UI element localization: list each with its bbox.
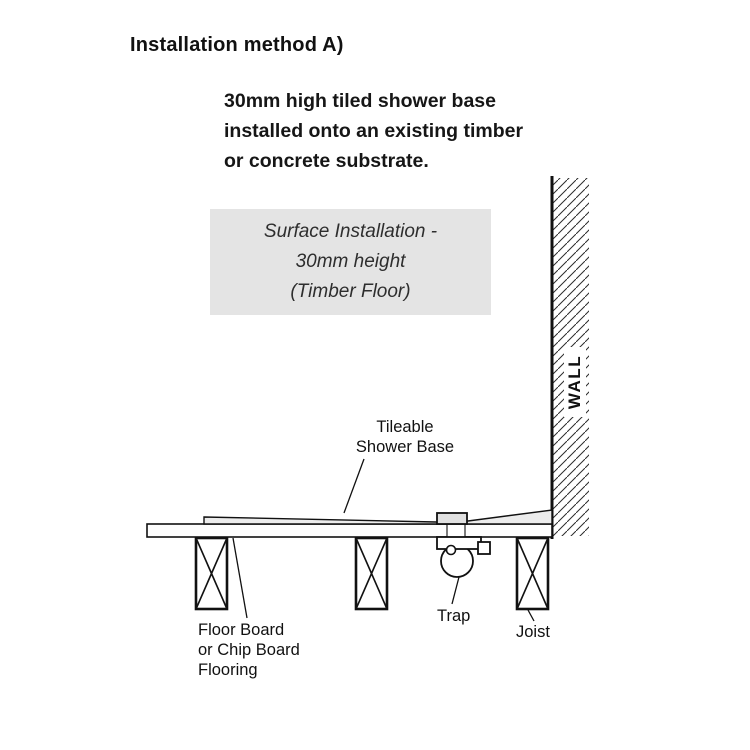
- subtitle: 30mm high tiled shower base installed on…: [224, 86, 523, 176]
- leader-trap: [451, 576, 460, 605]
- joist-right: [515, 536, 550, 611]
- trap-detail-circle: [445, 544, 457, 556]
- trap-label: Trap: [437, 607, 471, 625]
- callout-line-1: Surface Installation -: [263, 221, 438, 242]
- subtitle-line-2: installed onto an existing timber: [224, 120, 524, 142]
- leader-floor-board: [232, 537, 248, 619]
- callout-box: Surface Installation - 30mm height (Timb…: [210, 209, 491, 315]
- shower-base-label: Tileable Shower Base: [338, 417, 472, 457]
- floor-board-label-line-1: Floor Board: [198, 621, 285, 639]
- callout-line-3: (Timber Floor): [290, 281, 411, 302]
- leader-joist: [527, 609, 535, 622]
- drain-through-floor: [446, 523, 466, 538]
- wall-label: WALL: [564, 347, 586, 417]
- callout-line-2: 30mm height: [295, 251, 406, 272]
- subtitle-line-1: 30mm high tiled shower base: [224, 90, 496, 112]
- floor-board-label: Floor Board or Chip Board Flooring: [198, 620, 300, 680]
- joist-label: Joist: [516, 623, 550, 641]
- leader-shower-base: [343, 458, 365, 514]
- shower-base: [203, 509, 553, 525]
- page-title: Installation method A): [130, 34, 344, 56]
- joist-left: [194, 536, 229, 611]
- floor-board-label-line-2: or Chip Board: [198, 641, 300, 659]
- drain-grate: [436, 512, 468, 525]
- joist-middle: [354, 536, 389, 611]
- subtitle-line-3: or concrete substrate.: [224, 150, 429, 172]
- shower-base-label-line-1: Tileable: [376, 418, 434, 436]
- floor-board: [146, 523, 553, 538]
- trap-flange: [436, 536, 482, 550]
- shower-base-label-line-2: Shower Base: [355, 438, 455, 456]
- trap-outlet: [477, 541, 491, 555]
- floor-board-label-line-3: Flooring: [198, 661, 258, 679]
